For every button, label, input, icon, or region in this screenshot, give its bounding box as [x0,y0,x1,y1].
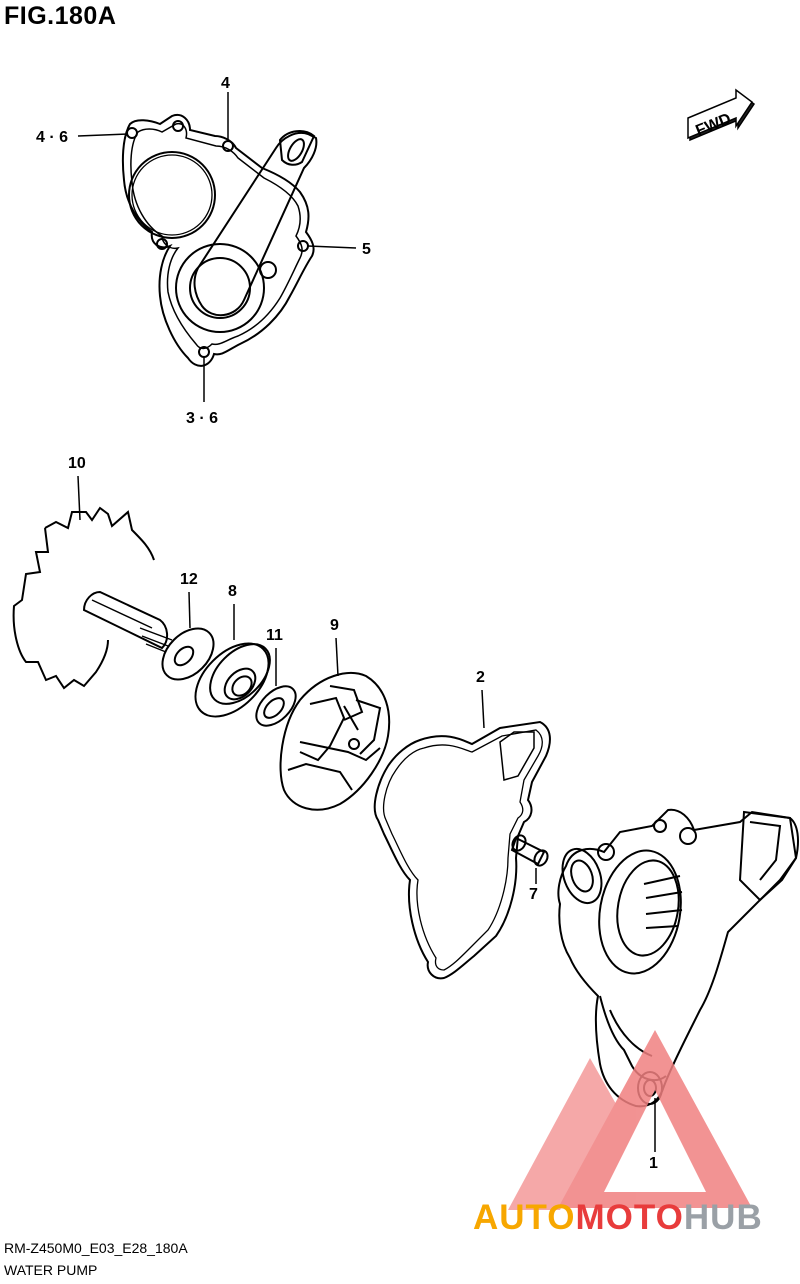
callout-7: 7 [529,886,538,903]
washer [161,627,215,681]
figure-name: WATER PUMP [4,1262,98,1278]
watermark-triangle-logo [508,1030,752,1210]
callout-10: 10 [68,455,86,472]
parts-leaders [77,475,656,1152]
mechanical-seal [194,642,271,718]
callout-11: 11 [266,627,283,644]
callout-9: 9 [330,617,339,634]
callout-4-6: 4 · 6 [36,129,68,146]
impeller-driven-gear [12,506,173,690]
water-pump-cover [121,114,318,367]
callout-5: 5 [362,241,371,258]
figure-title: FIG.180A [4,2,117,30]
oil-seal [255,685,297,727]
watermark-moto: MOTO [575,1198,684,1237]
watermark-hub: HUB [683,1198,763,1237]
watermark-wordmark: AUTOMOTOHUB [473,1198,763,1238]
callout-2: 2 [476,669,485,686]
impeller [279,672,391,811]
callout-3-6: 3 · 6 [186,410,218,427]
callout-4: 4 [221,75,230,92]
dowel-pin [510,834,549,867]
gasket [373,720,551,980]
watermark-auto: AUTO [473,1198,576,1237]
callout-1: 1 [649,1155,658,1172]
callout-12: 12 [180,571,198,588]
fwd-direction-badge: FWD [687,88,756,142]
cover-leaders [77,92,357,402]
callout-8: 8 [228,583,237,600]
figure-code: RM-Z450M0_E03_E28_180A [4,1240,188,1256]
